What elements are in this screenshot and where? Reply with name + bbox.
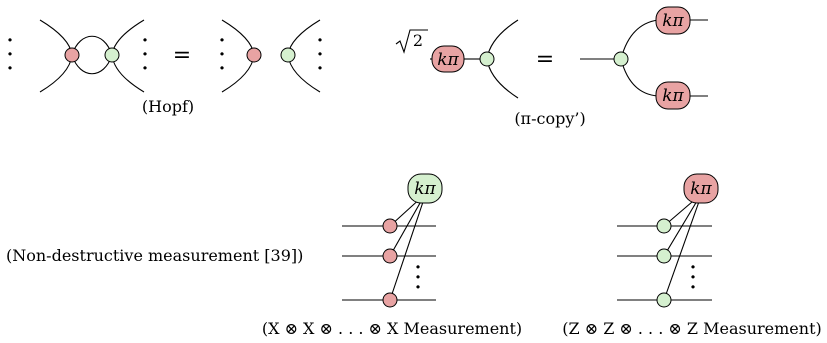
phase-label: kπ: [690, 179, 712, 199]
wire: [663, 195, 701, 257]
pi-copy-rule: 2 kπ = kπ kπ (π-copy’): [395, 6, 708, 128]
measurement-label: (Non-destructive measurement [39]): [6, 246, 303, 265]
vertical-dots-left-3: ·: [7, 58, 13, 79]
green-spider: [656, 248, 672, 264]
hopf-caption: (Hopf): [142, 97, 194, 116]
green-spider: [613, 51, 629, 67]
green-spider: [280, 47, 296, 63]
vertical-dots-left-3: ·: [219, 58, 225, 79]
red-spider: [382, 292, 398, 308]
red-spider: [382, 248, 398, 264]
green-spider: [104, 47, 120, 63]
green-spider: [479, 51, 495, 67]
vertical-dots: ·: [415, 257, 421, 278]
red-spider: [64, 47, 80, 63]
red-spider: [246, 47, 262, 63]
hopf-rhs: · · · · · ·: [219, 19, 323, 93]
phase-label: kπ: [414, 179, 436, 199]
phase-label: kπ: [662, 11, 684, 31]
phase-label: kπ: [662, 86, 684, 106]
wire: [620, 19, 659, 60]
vertical-dots-left-2: ·: [219, 44, 225, 65]
x-measurement-caption: (X ⊗ X ⊗ . . . ⊗ X Measurement): [262, 319, 522, 338]
x-measurement: kπ · · · (X ⊗ X ⊗ . . . ⊗ X Measurement): [262, 173, 522, 338]
vertical-dots-right-3: ·: [317, 58, 323, 79]
vertical-dots-left-2: ·: [7, 44, 13, 65]
equals-sign: =: [173, 43, 191, 68]
red-spider: [382, 218, 398, 234]
vertical-dots-left: ·: [7, 30, 13, 51]
vertical-dots-3: ·: [690, 277, 696, 298]
vertical-dots-2: ·: [415, 267, 421, 288]
vertical-dots-right-3: ·: [142, 58, 148, 79]
radical-sign: [395, 29, 428, 54]
vertical-dots-right-2: ·: [142, 44, 148, 65]
green-spider: [656, 218, 672, 234]
sqrt-radicand: 2: [413, 31, 423, 50]
wire: [620, 58, 659, 97]
phase-label: kπ: [437, 50, 459, 70]
vertical-dots-right-2: ·: [317, 44, 323, 65]
wire: [663, 195, 702, 301]
equals-sign: =: [536, 47, 554, 72]
vertical-dots-3: ·: [415, 277, 421, 298]
z-measurement-caption: (Z ⊗ Z ⊗ . . . ⊗ Z Measurement): [562, 319, 821, 338]
vertical-dots-right: ·: [317, 30, 323, 51]
hopf-rule: · · · · · · = · · · · ·: [7, 19, 323, 116]
vertical-dots-left: ·: [219, 30, 225, 51]
green-spider: [656, 292, 672, 308]
vertical-dots-right: ·: [142, 30, 148, 51]
green-phase-spider: [407, 173, 443, 204]
hopf-lhs: · · · · · ·: [7, 19, 148, 93]
sqrt-two-scalar: 2: [395, 29, 428, 54]
vertical-dots-2: ·: [690, 267, 696, 288]
wire: [389, 195, 426, 301]
vertical-dots: ·: [690, 257, 696, 278]
pi-copy-caption: (π-copy’): [514, 109, 585, 128]
red-phase-spider: [683, 173, 719, 204]
wire: [389, 195, 425, 257]
z-measurement: kπ · · · (Z ⊗ Z ⊗ . . . ⊗ Z Measurement): [562, 173, 822, 338]
